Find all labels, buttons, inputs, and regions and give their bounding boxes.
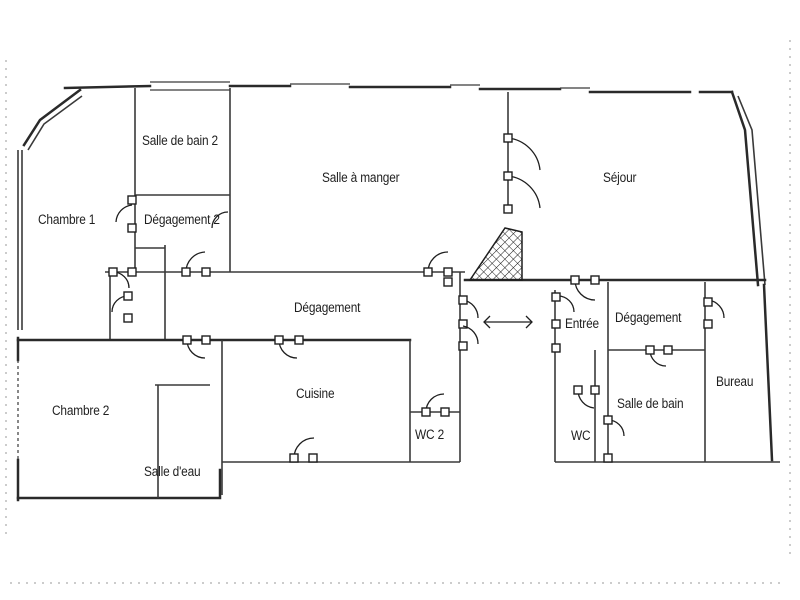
room-label-degagement: Dégagement [294,300,361,315]
room-label-salle-de-bain-2: Salle de bain 2 [142,133,218,148]
room-label-wc-2: WC 2 [415,427,444,442]
room-label-wc: WC [571,428,591,443]
hatched-duct [468,227,523,281]
room-label-cuisine: Cuisine [296,386,335,401]
room-label-entree: Entrée [565,316,599,331]
room-label-chambre-2: Chambre 2 [52,403,110,418]
room-label-chambre-1: Chambre 1 [38,212,96,227]
room-label-salle-a-manger: Salle à manger [322,170,400,185]
windows [17,81,590,460]
exterior-walls [16,84,774,502]
room-label-sejour: Séjour [603,170,637,185]
room-label-bureau: Bureau [716,374,754,389]
room-label-salle-d-eau: Salle d'eau [144,464,201,479]
scan-edge-marks [5,40,791,584]
room-label-degagement-2: Dégagement 2 [144,212,220,227]
room-label-salle-de-bain: Salle de bain [617,396,684,411]
doors [108,133,725,463]
room-label-degagement-right: Dégagement [615,310,682,325]
